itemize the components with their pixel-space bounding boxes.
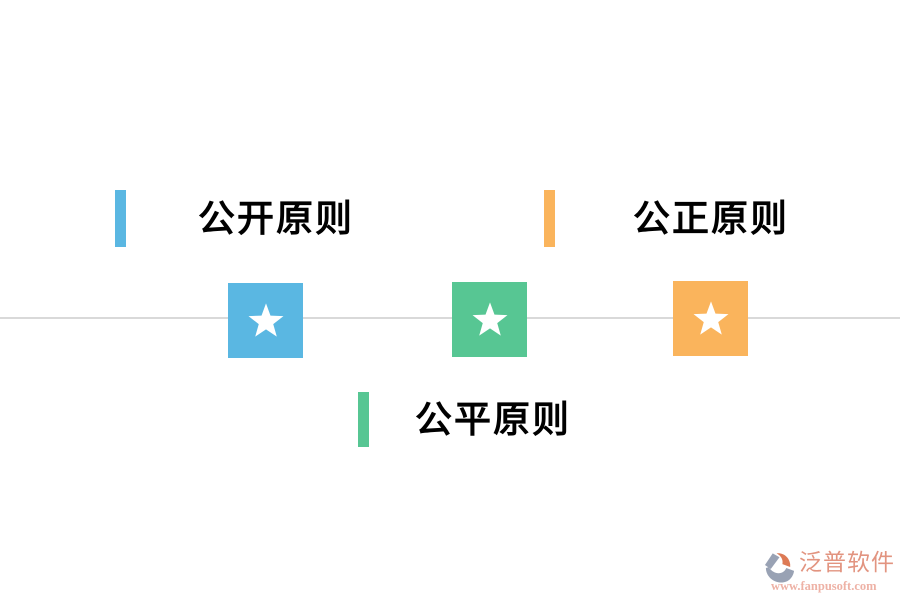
star-tile-open xyxy=(228,283,303,358)
principle-label-just: 公正原则 xyxy=(544,190,789,247)
principle-title: 公正原则 xyxy=(633,197,789,240)
principle-label-open: 公开原则 xyxy=(115,190,354,247)
watermark: 泛普软件 www.fanpusoft.com xyxy=(763,548,898,594)
watermark-url-text: www.fanpusoft.com xyxy=(771,579,877,593)
fanpu-logo-icon xyxy=(764,553,795,583)
horizontal-divider xyxy=(0,317,900,319)
star-tile-just xyxy=(673,281,748,356)
accent-bar xyxy=(115,190,126,247)
principle-label-fair: 公平原则 xyxy=(358,392,571,447)
accent-bar xyxy=(544,190,555,247)
principle-title: 公平原则 xyxy=(415,398,571,441)
star-icon xyxy=(472,301,507,336)
star-tile-fair xyxy=(452,282,527,357)
watermark-brand-text: 泛普软件 xyxy=(799,550,895,576)
star-icon xyxy=(248,302,283,337)
accent-bar xyxy=(358,392,369,447)
star-icon xyxy=(693,300,728,335)
principle-title: 公开原则 xyxy=(198,197,354,240)
